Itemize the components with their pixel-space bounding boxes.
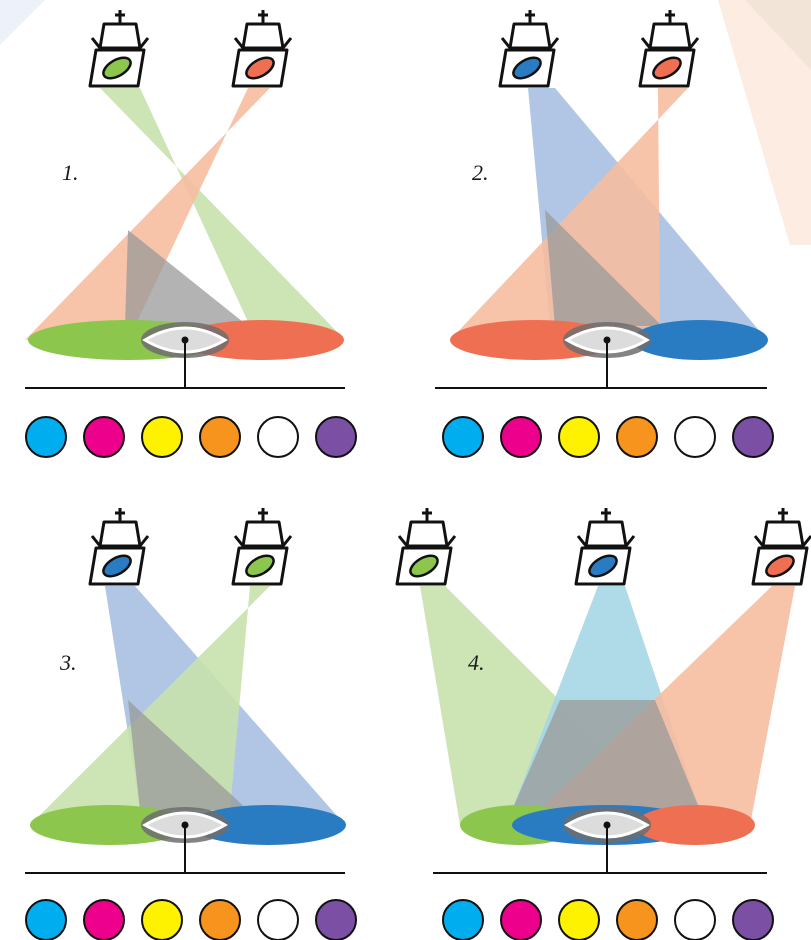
panel-1-magenta-option[interactable] [83, 416, 125, 458]
light-filter-green [245, 554, 275, 578]
panel-1 [25, 88, 357, 458]
stage-light-4-2 [574, 508, 636, 586]
light-yoke [753, 535, 811, 547]
panel-4-orange-option[interactable] [616, 899, 658, 940]
stage-light-2-2 [638, 10, 700, 88]
panel-2-white-option[interactable] [674, 416, 716, 458]
light-filter-blue [102, 554, 132, 578]
light-yoke [640, 37, 700, 49]
stage-light-3-2 [231, 508, 293, 586]
beam-overlap [125, 230, 248, 326]
light-filter-red [652, 56, 682, 80]
floor-spot-blue [190, 805, 346, 845]
beam-overlap [545, 210, 662, 326]
light-housing [508, 22, 552, 50]
background-wedge-right [718, 0, 811, 245]
panel-2-magenta-option[interactable] [500, 416, 542, 458]
panel-1-cyan-option[interactable] [25, 416, 67, 458]
panel-2 [435, 88, 774, 458]
beam-overlap [512, 700, 700, 810]
light-filter-green [409, 554, 439, 578]
panel-1-yellow-option[interactable] [141, 416, 183, 458]
light-housing [648, 22, 692, 50]
panel-1-white-option[interactable] [257, 416, 299, 458]
panel-4-purple-option[interactable] [732, 899, 774, 940]
panel-1-orange-option[interactable] [199, 416, 241, 458]
light-filter-red [245, 56, 275, 80]
beam-green-1 [100, 88, 345, 340]
panel-2-purple-option[interactable] [732, 416, 774, 458]
panel-4-yellow-option[interactable] [558, 899, 600, 940]
light-filter-blue [512, 56, 542, 80]
panel-3-purple-option[interactable] [315, 899, 357, 940]
stage-light-2-1 [498, 10, 560, 88]
panel-4-white-option[interactable] [674, 899, 716, 940]
panel-3-cyan-option[interactable] [25, 899, 67, 940]
light-yoke [233, 37, 293, 49]
panel-3-magenta-option[interactable] [83, 899, 125, 940]
light-filter-red [765, 554, 795, 578]
panel-1-purple-option[interactable] [315, 416, 357, 458]
panel-3-orange-option[interactable] [199, 899, 241, 940]
panel-3-yellow-option[interactable] [141, 899, 183, 940]
stage-light-4-1 [395, 508, 457, 586]
background-wedge-right-2 [745, 0, 811, 70]
floor-spot-red [635, 805, 755, 845]
light-yoke [90, 535, 150, 547]
panel-1-label: 1. [62, 160, 79, 185]
light-filter-blue [588, 554, 618, 578]
panel-2-cyan-option[interactable] [442, 416, 484, 458]
light-housing [98, 22, 142, 50]
light-yoke [233, 535, 293, 547]
panel-2-orange-option[interactable] [616, 416, 658, 458]
background-wedge-left [0, 0, 45, 45]
light-housing [405, 520, 449, 548]
stage-light-1-2 [231, 10, 293, 88]
light-yoke [90, 37, 150, 49]
beam-overlap [128, 700, 248, 810]
light-housing [98, 520, 142, 548]
beam-red-2 [450, 88, 688, 340]
panel-3-white-option[interactable] [257, 899, 299, 940]
stage-light-1-1 [88, 10, 150, 88]
light-yoke [500, 37, 560, 49]
light-housing [761, 520, 805, 548]
panel-4-magenta-option[interactable] [500, 899, 542, 940]
panel-2-yellow-option[interactable] [558, 416, 600, 458]
stage-light-3-1 [88, 508, 150, 586]
light-yoke [576, 535, 636, 547]
light-housing [241, 22, 285, 50]
light-yoke [397, 535, 457, 547]
panel-4 [420, 586, 795, 940]
panel-4-cyan-option[interactable] [442, 899, 484, 940]
panel-3-label: 3. [59, 650, 77, 675]
beam-green-2 [30, 586, 270, 825]
light-housing [241, 520, 285, 548]
stage-light-4-3 [751, 508, 811, 586]
panels-layer [25, 10, 811, 940]
light-housing [584, 520, 628, 548]
panel-4-label: 4. [468, 650, 485, 675]
beam-red-2 [25, 88, 270, 340]
panel-2-label: 2. [472, 160, 489, 185]
panel-3 [25, 586, 357, 940]
light-filter-green [102, 56, 132, 80]
floor-spot-blue [632, 320, 768, 360]
